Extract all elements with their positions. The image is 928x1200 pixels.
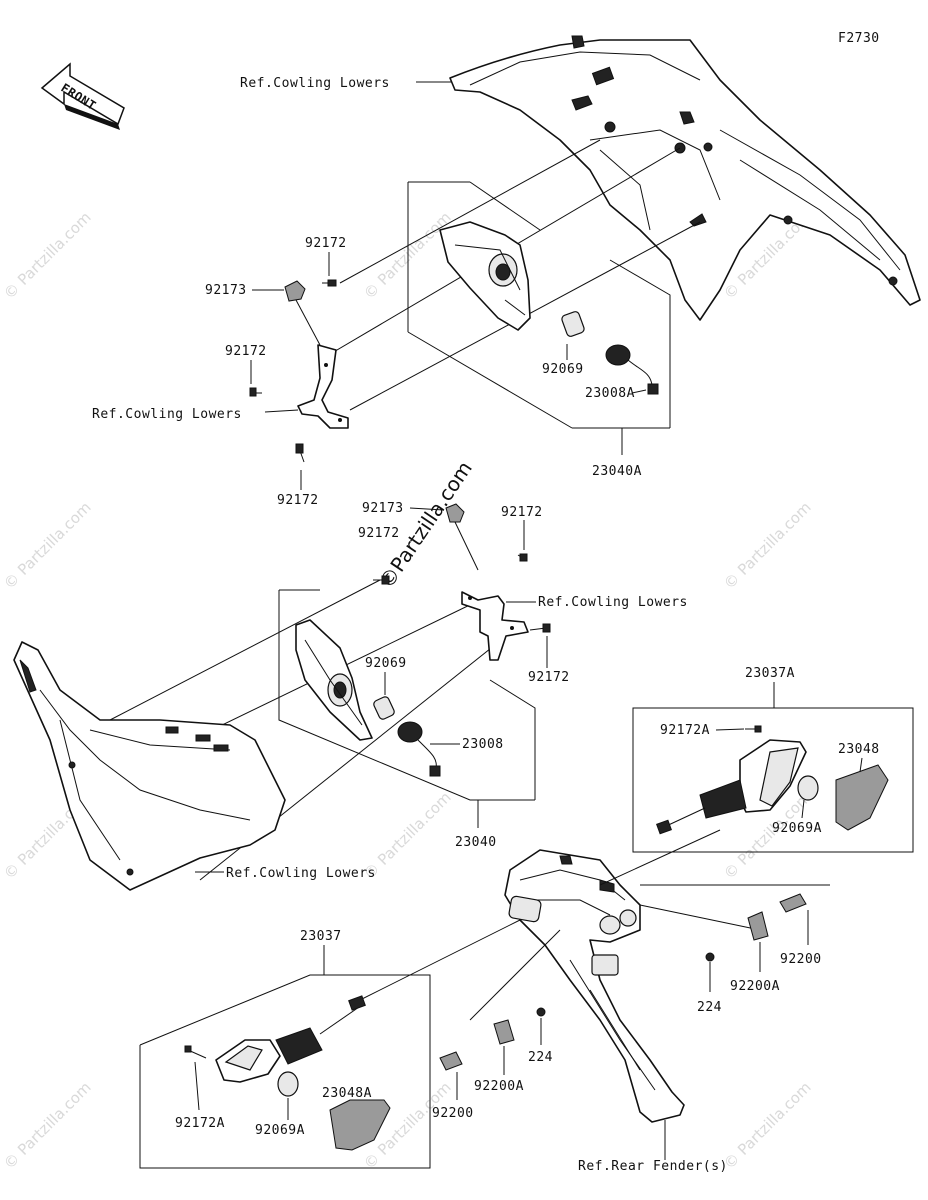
screw-92172A-right (745, 725, 762, 733)
front-arrow-icon: FRONT (40, 62, 125, 130)
screw-224-right (705, 952, 715, 962)
socket-23008 (397, 721, 441, 777)
screw-92172A-left (184, 1045, 207, 1059)
lower-cowling-left (13, 641, 286, 891)
lens-23048A (329, 1099, 391, 1151)
part-label-92172: 92172 (277, 493, 319, 508)
ref-cowling-lowers-label: Ref.Cowling Lowers (240, 76, 390, 91)
part-label-224: 224 (697, 1000, 722, 1015)
part-label-92172A: 92172A (175, 1116, 225, 1131)
part-label-92069: 92069 (365, 656, 407, 671)
screw-92172-middle-b (517, 553, 528, 562)
middle-turn-signal-housing (295, 619, 373, 741)
part-label-92172: 92172 (225, 344, 267, 359)
part-label-92069A: 92069A (772, 821, 822, 836)
screw-92172-upper (322, 279, 337, 287)
bulb-92069A-right (797, 775, 819, 801)
clip-92173-middle (445, 503, 479, 571)
part-label-92069: 92069 (542, 362, 584, 377)
part-label-224: 224 (528, 1050, 553, 1065)
part-label-23048A: 23048A (322, 1086, 372, 1101)
part-label-23037A: 23037A (745, 666, 795, 681)
part-label-92173: 92173 (205, 283, 247, 298)
watermark-text: © Partzilla.com (0, 208, 95, 303)
watermark-center: ©Partzilla.com (374, 457, 477, 593)
bulb-92069-middle (373, 696, 395, 720)
plate-92200-right (779, 893, 807, 913)
plate-92200A-left (493, 1019, 515, 1045)
assembly-box-23037A (632, 682, 914, 853)
plate-92200-left (439, 1051, 463, 1071)
part-label-92200A: 92200A (474, 1079, 524, 1094)
part-label-23008: 23008 (462, 737, 504, 752)
bracket-upper (297, 344, 349, 429)
part-label-23037: 23037 (300, 929, 342, 944)
socket-23008A (605, 344, 659, 395)
watermark-text: © Partzilla.com (0, 1078, 95, 1173)
upper-assembly-frame (407, 181, 671, 455)
turn-signal-23037 (215, 995, 366, 1083)
screw-92172-lower (295, 443, 305, 463)
lens-23048 (835, 764, 889, 831)
figure-code: F2730 (838, 31, 880, 46)
middle-assembly-frame (278, 589, 536, 828)
watermark-text: © Partzilla.com (0, 498, 95, 593)
part-label-92172: 92172 (501, 505, 543, 520)
screw-92172-middle-a (373, 575, 390, 585)
bracket-middle (461, 591, 529, 661)
watermark-text: © Partzilla.com (720, 1078, 815, 1173)
part-label-92069A: 92069A (255, 1123, 305, 1138)
ref-cowling-lowers-label: Ref.Cowling Lowers (226, 866, 376, 881)
part-label-92200: 92200 (432, 1106, 474, 1121)
clip-92173-upper (284, 280, 321, 346)
part-label-92172: 92172 (305, 236, 347, 251)
screw-224-left (536, 1007, 546, 1017)
part-label-92172: 92172 (358, 526, 400, 541)
part-label-23040: 23040 (455, 835, 497, 850)
ref-cowling-lowers-label: Ref.Cowling Lowers (92, 407, 242, 422)
upper-turn-signal-housing (439, 221, 531, 331)
bulb-92069-upper (561, 311, 585, 337)
part-label-92172A: 92172A (660, 723, 710, 738)
turn-signal-23037A (656, 739, 807, 835)
rear-fender-bracket (504, 849, 685, 1123)
part-label-92200A: 92200A (730, 979, 780, 994)
ref-cowling-lowers-label: Ref.Cowling Lowers (538, 595, 688, 610)
screw-92172-bracket (249, 387, 262, 397)
part-label-92173: 92173 (362, 501, 404, 516)
screw-92172-middle-c (529, 623, 551, 633)
plate-92200A-right (747, 911, 769, 941)
part-label-23040A: 23040A (592, 464, 642, 479)
part-label-92200: 92200 (780, 952, 822, 967)
part-label-23008A: 23008A (585, 386, 635, 401)
part-label-92172: 92172 (528, 670, 570, 685)
watermark-text: © Partzilla.com (720, 498, 815, 593)
part-label-23048: 23048 (838, 742, 880, 757)
watermark-layer: © Partzilla.com © Partzilla.com © Partzi… (0, 208, 815, 1173)
upper-cowling-lower (449, 35, 921, 321)
bulb-92069A-left (277, 1071, 299, 1097)
assembly-box-23037 (139, 945, 431, 1169)
ref-rear-fender-label: Ref.Rear Fender(s) (578, 1159, 728, 1174)
